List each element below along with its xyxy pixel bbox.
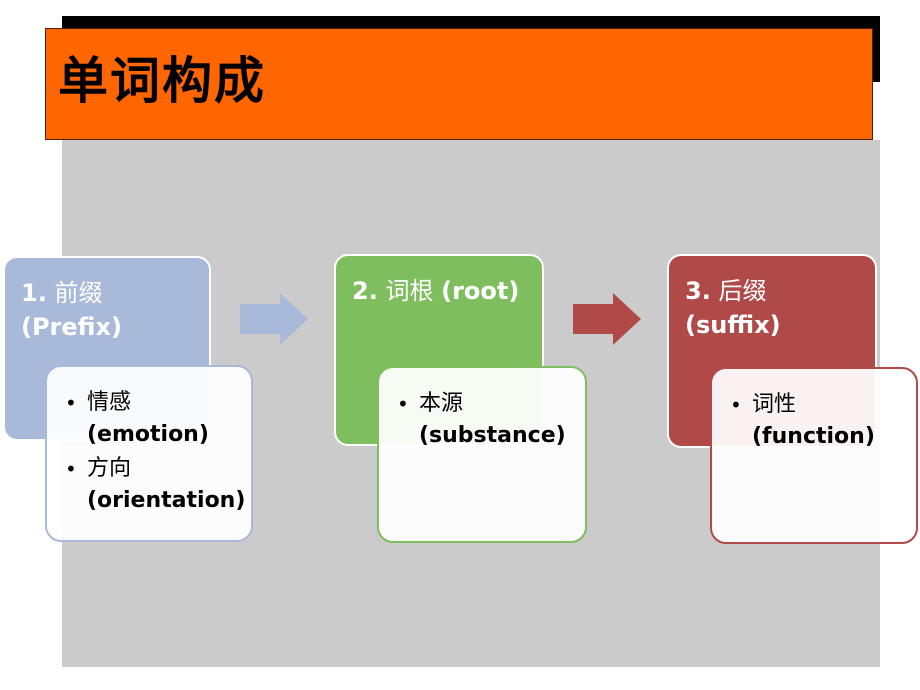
item-en: (substance)	[419, 423, 566, 448]
title-bar: 单词构成	[45, 28, 873, 140]
detail-box-root: • 本源 (substance)	[377, 366, 587, 543]
step-title: 词根	[385, 277, 434, 305]
step-subtitle: (root)	[441, 277, 520, 305]
item-en: (emotion)	[87, 422, 209, 447]
bullet-icon: •	[397, 392, 409, 416]
arrow-right-icon	[573, 293, 641, 345]
item-zh: 词性	[752, 392, 797, 417]
item-zh: 情感	[87, 390, 132, 415]
bullet-icon: •	[730, 393, 742, 417]
detail-list: • 情感 (emotion) • 方向 (orientation)	[65, 387, 246, 519]
list-item: • 情感 (emotion)	[65, 387, 243, 451]
step-title: 后缀	[718, 277, 767, 305]
bullet-icon: •	[65, 457, 77, 481]
step-title: 前缀	[54, 279, 103, 307]
step-label: 1. 前缀 (Prefix)	[21, 276, 199, 344]
arrow-right-icon	[240, 293, 308, 345]
step-number: 1.	[21, 279, 47, 307]
step-number: 2.	[352, 277, 378, 305]
list-item: • 本源 (substance)	[397, 388, 577, 452]
detail-list: • 本源 (substance)	[397, 388, 577, 454]
step-label: 2. 词根 (root)	[352, 274, 532, 308]
step-number: 3.	[685, 277, 711, 305]
step-subtitle: (Prefix)	[21, 313, 122, 341]
step-subtitle: (suffix)	[685, 311, 781, 339]
list-item: • 方向 (orientation)	[65, 453, 246, 517]
item-en: (orientation)	[87, 488, 246, 513]
detail-list: • 词性 (function)	[730, 389, 908, 455]
item-zh: 本源	[419, 391, 464, 416]
slide-title: 单词构成	[58, 52, 266, 110]
item-zh: 方向	[87, 456, 132, 481]
list-item: • 词性 (function)	[730, 389, 908, 453]
detail-box-prefix: • 情感 (emotion) • 方向 (orientation)	[45, 365, 253, 542]
step-label: 3. 后缀 (suffix)	[685, 274, 865, 342]
detail-box-suffix: • 词性 (function)	[710, 367, 918, 544]
bullet-icon: •	[65, 391, 77, 415]
item-en: (function)	[752, 424, 875, 449]
